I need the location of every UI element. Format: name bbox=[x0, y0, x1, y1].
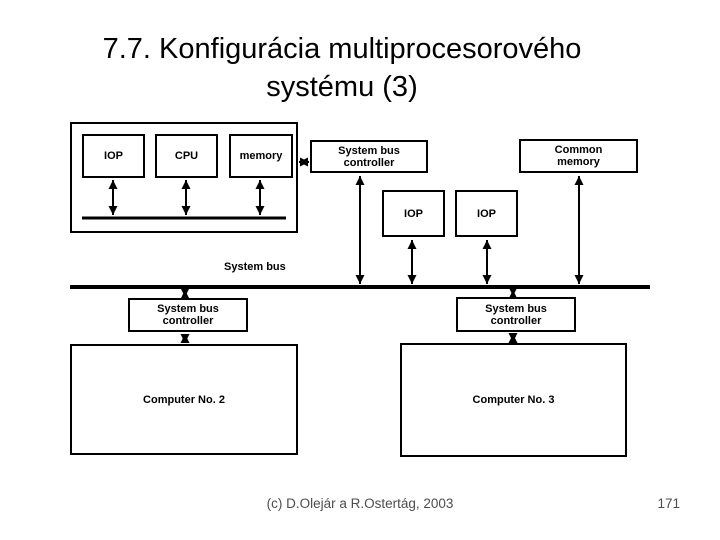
bus-iop-left-label: IOP bbox=[404, 207, 423, 220]
slide-title-line1: 7.7. Konfigurácia multiprocesorového bbox=[102, 33, 582, 65]
computer1-cpu-label: CPU bbox=[174, 150, 199, 162]
computer2-label: Computer No. 2 bbox=[143, 393, 225, 406]
top-system-bus-controller-label: System bus controller bbox=[338, 144, 400, 169]
bus-iop-right-label: IOP bbox=[477, 207, 496, 220]
common-memory-box: Common memory bbox=[519, 139, 638, 173]
bus-iop-left-box: IOP bbox=[382, 190, 445, 237]
computer3-bus-controller-label: System bus controller bbox=[485, 302, 547, 327]
computer1-memory-label: memory bbox=[239, 150, 283, 162]
top-system-bus-controller-box: System bus controller bbox=[310, 140, 428, 173]
slide-title: 7.7. Konfigurácia multiprocesorového sys… bbox=[52, 30, 632, 106]
system-bus-label: System bus bbox=[224, 261, 286, 273]
computer2-bus-controller-box: System bus controller bbox=[128, 298, 248, 332]
computer2-bus-controller-label: System bus controller bbox=[157, 303, 219, 327]
bus-iop-right-box: IOP bbox=[455, 190, 518, 237]
computer1-memory-box: memory bbox=[229, 134, 293, 178]
footer-credit: (c) D.Olejár a R.Ostertág, 2003 bbox=[266, 496, 454, 511]
computer2-box: Computer No. 2 bbox=[70, 344, 298, 455]
computer3-box: Computer No. 3 bbox=[400, 343, 627, 457]
slide-title-line2: systému (3) bbox=[266, 71, 418, 103]
computer3-label: Computer No. 3 bbox=[472, 394, 555, 406]
computer1-iop-label: IOP bbox=[104, 150, 123, 162]
computer3-bus-controller-box: System bus controller bbox=[456, 297, 576, 332]
common-memory-label: Common memory bbox=[554, 144, 603, 168]
computer1-cpu-box: CPU bbox=[155, 134, 218, 178]
page-number: 171 bbox=[657, 496, 680, 511]
computer1-iop-box: IOP bbox=[82, 134, 145, 178]
